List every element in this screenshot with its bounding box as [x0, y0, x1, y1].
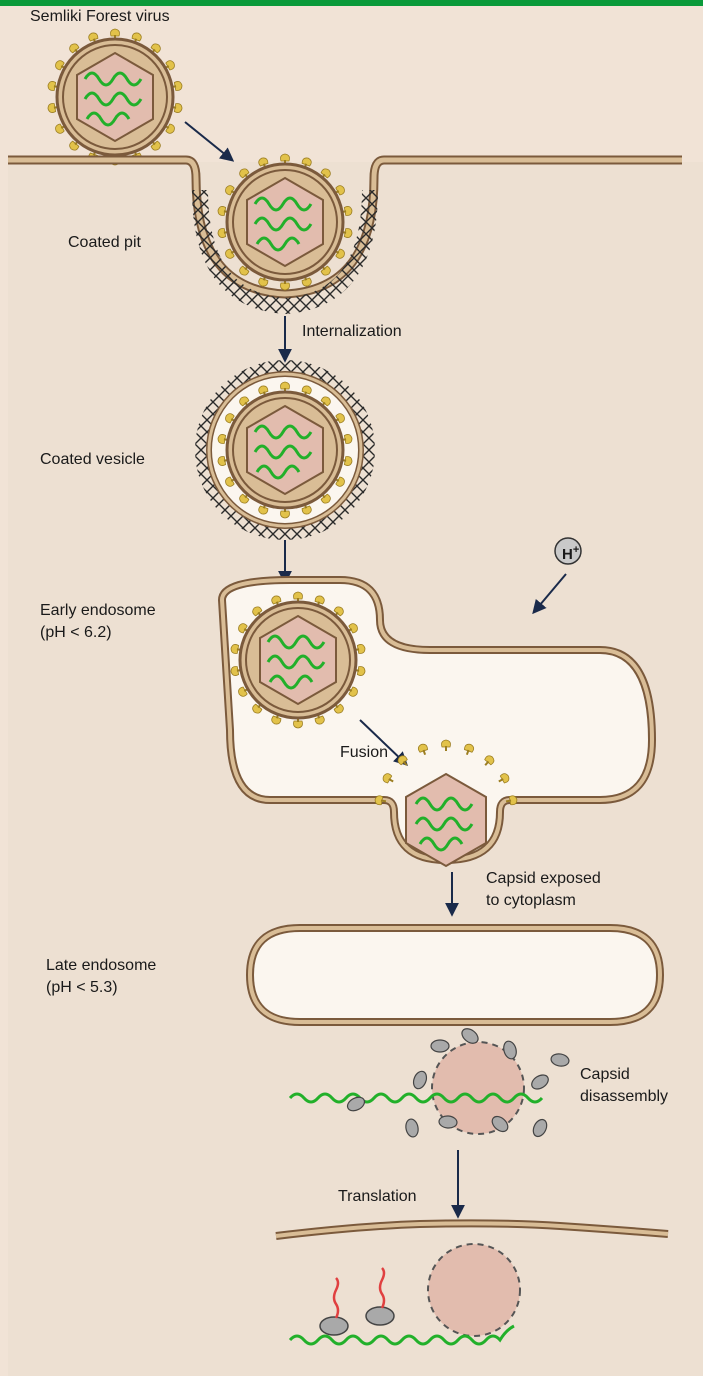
label-early-endosome-line2: (pH < 6.2): [40, 622, 156, 644]
label-virus: Semliki Forest virus: [30, 6, 170, 28]
label-capsid-disassembly-line1: Capsid: [580, 1064, 668, 1086]
label-late-endosome-line2: (pH < 5.3): [46, 977, 156, 999]
label-internalization: Internalization: [302, 321, 402, 343]
late-endosome-membrane: [250, 928, 660, 1022]
label-capsid-exposed-line1: Capsid exposed: [486, 868, 601, 890]
label-late-endosome-line1: Late endosome: [46, 955, 156, 977]
proton-charge: +: [573, 544, 579, 556]
label-capsid-exposed: Capsid exposed to cytoplasm: [486, 868, 601, 912]
capsid-protein-fragment: [431, 1040, 449, 1052]
label-capsid-disassembly-line2: disassembly: [580, 1086, 668, 1108]
label-capsid-disassembly: Capsid disassembly: [580, 1064, 668, 1108]
label-coated-pit: Coated pit: [68, 232, 141, 254]
label-translation: Translation: [338, 1186, 417, 1208]
label-capsid-exposed-line2: to cytoplasm: [486, 890, 601, 912]
coated-vesicle: [201, 366, 369, 534]
empty-capsid-remnant: [428, 1244, 520, 1336]
label-proton: H+: [562, 539, 579, 566]
label-early-endosome-line1: Early endosome: [40, 600, 156, 622]
label-coated-vesicle: Coated vesicle: [40, 449, 145, 471]
label-fusion: Fusion: [340, 742, 388, 764]
proton-letter: H: [562, 546, 573, 563]
label-late-endosome: Late endosome (pH < 5.3): [46, 955, 156, 999]
label-early-endosome: Early endosome (pH < 6.2): [40, 600, 156, 644]
